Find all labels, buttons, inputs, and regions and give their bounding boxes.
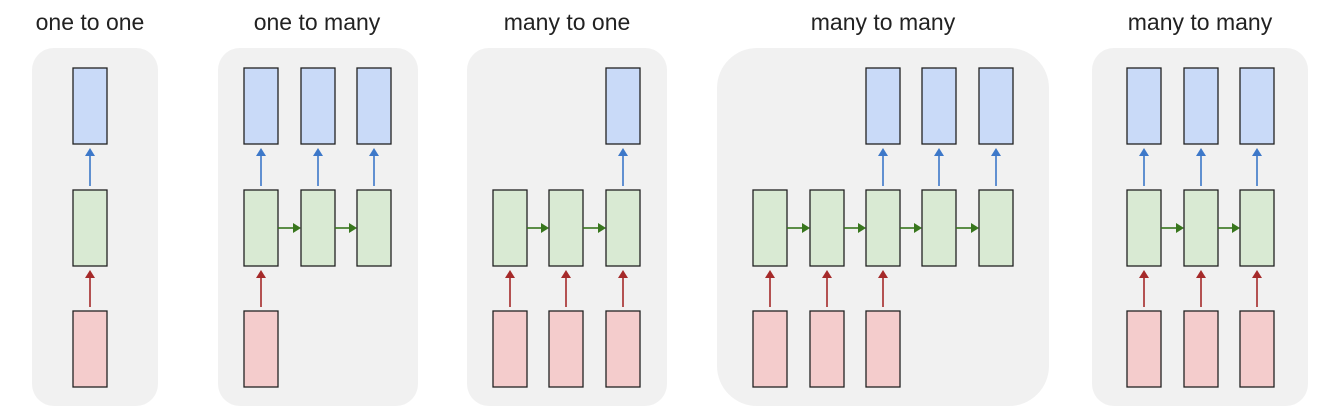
many-to-one-hidden-box-3 — [605, 189, 641, 267]
many-to-many-synced-output-arrow-1-head — [1139, 148, 1149, 156]
many-to-many-synced-output-box-2 — [1183, 67, 1219, 145]
many-to-many-delayed-input-arrow-2-head — [822, 270, 832, 278]
many-to-many-synced-input-box-3 — [1239, 310, 1275, 388]
panel-title-many-to-many-delayed: many to many — [810, 9, 956, 35]
many-to-one-output-box-3 — [605, 67, 641, 145]
many-to-one-output-arrow-3-head — [618, 148, 628, 156]
many-to-many-synced-hidden-box-2 — [1183, 189, 1219, 267]
many-to-many-delayed-output-box-4 — [921, 67, 957, 145]
many-to-many-delayed-input-box-3 — [865, 310, 901, 388]
many-to-one-input-arrow-3-head — [618, 270, 628, 278]
many-to-many-delayed-output-arrow-3-head — [878, 148, 888, 156]
one-to-one-hidden-box-1 — [72, 189, 108, 267]
many-to-many-delayed-hidden-box-1 — [752, 189, 788, 267]
many-to-one-input-arrow-2-head — [561, 270, 571, 278]
many-to-one-input-box-2 — [548, 310, 584, 388]
panel-title-one-to-many: one to many — [253, 9, 381, 35]
one-to-many-output-arrow-2-head — [313, 148, 323, 156]
many-to-many-synced-output-arrow-3-head — [1252, 148, 1262, 156]
many-to-many-synced-input-box-2 — [1183, 310, 1219, 388]
many-to-many-synced-output-arrow-2-head — [1196, 148, 1206, 156]
many-to-many-delayed-hidden-box-3 — [865, 189, 901, 267]
many-to-many-delayed-recurrent-arrow-1-head — [802, 223, 810, 233]
one-to-many-hidden-box-3 — [356, 189, 392, 267]
many-to-many-delayed-input-arrow-3-head — [878, 270, 888, 278]
many-to-many-synced-input-box-1 — [1126, 310, 1162, 388]
one-to-many-hidden-box-2 — [300, 189, 336, 267]
many-to-many-delayed-input-arrow-1-head — [765, 270, 775, 278]
many-to-many-delayed-hidden-box-5 — [978, 189, 1014, 267]
many-to-many-delayed-recurrent-arrow-3-head — [914, 223, 922, 233]
one-to-many-input-arrow-1-head — [256, 270, 266, 278]
many-to-many-synced-recurrent-arrow-2-head — [1232, 223, 1240, 233]
one-to-many-output-arrow-1-head — [256, 148, 266, 156]
many-to-many-synced-hidden-box-3 — [1239, 189, 1275, 267]
many-to-many-delayed-input-box-1 — [752, 310, 788, 388]
one-to-one-input-box-1 — [72, 310, 108, 388]
one-to-many-recurrent-arrow-1-head — [293, 223, 301, 233]
many-to-one-hidden-box-1 — [492, 189, 528, 267]
many-to-many-delayed-recurrent-arrow-4-head — [971, 223, 979, 233]
one-to-many-output-box-2 — [300, 67, 336, 145]
one-to-many-output-box-1 — [243, 67, 279, 145]
many-to-many-delayed-hidden-box-4 — [921, 189, 957, 267]
panel-title-many-to-many-synced: many to many — [1127, 9, 1273, 35]
one-to-many-output-box-3 — [356, 67, 392, 145]
many-to-many-delayed-input-box-2 — [809, 310, 845, 388]
one-to-one-input-arrow-1-head — [85, 270, 95, 278]
many-to-many-synced-input-arrow-2-head — [1196, 270, 1206, 278]
many-to-many-synced-hidden-box-1 — [1126, 189, 1162, 267]
one-to-many-output-arrow-3-head — [369, 148, 379, 156]
many-to-many-synced-input-arrow-3-head — [1252, 270, 1262, 278]
many-to-one-input-box-3 — [605, 310, 641, 388]
many-to-many-delayed-output-box-3 — [865, 67, 901, 145]
many-to-one-recurrent-arrow-2-head — [598, 223, 606, 233]
many-to-many-synced-input-arrow-1-head — [1139, 270, 1149, 278]
many-to-many-delayed-hidden-box-2 — [809, 189, 845, 267]
one-to-one-output-box-1 — [72, 67, 108, 145]
panel-title-many-to-one: many to one — [503, 9, 631, 35]
one-to-one-output-arrow-1-head — [85, 148, 95, 156]
one-to-many-input-box-1 — [243, 310, 279, 388]
many-to-one-input-box-1 — [492, 310, 528, 388]
many-to-many-delayed-recurrent-arrow-2-head — [858, 223, 866, 233]
many-to-one-hidden-box-2 — [548, 189, 584, 267]
many-to-one-recurrent-arrow-1-head — [541, 223, 549, 233]
many-to-many-synced-output-box-1 — [1126, 67, 1162, 145]
panel-title-one-to-one: one to one — [35, 9, 145, 35]
many-to-many-delayed-output-box-5 — [978, 67, 1014, 145]
many-to-many-delayed-output-arrow-5-head — [991, 148, 1001, 156]
many-to-many-synced-recurrent-arrow-1-head — [1176, 223, 1184, 233]
one-to-many-hidden-box-1 — [243, 189, 279, 267]
many-to-many-delayed-output-arrow-4-head — [934, 148, 944, 156]
many-to-one-input-arrow-1-head — [505, 270, 515, 278]
many-to-many-synced-output-box-3 — [1239, 67, 1275, 145]
one-to-many-recurrent-arrow-2-head — [349, 223, 357, 233]
